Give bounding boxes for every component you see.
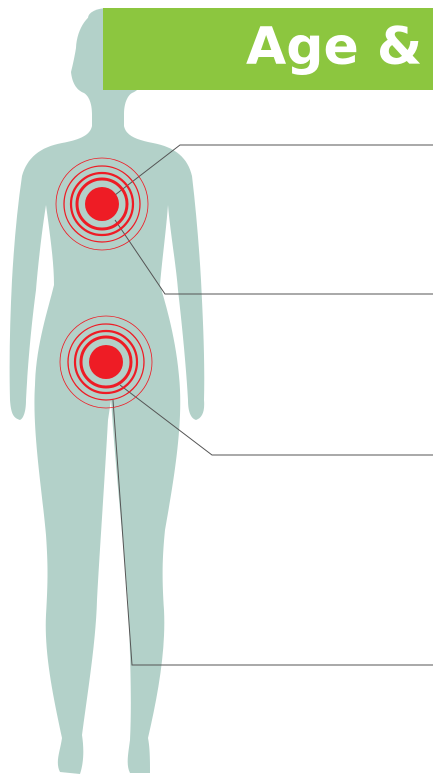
female-body-silhouette-icon — [10, 8, 205, 774]
banner-title: Age & — [246, 14, 422, 80]
